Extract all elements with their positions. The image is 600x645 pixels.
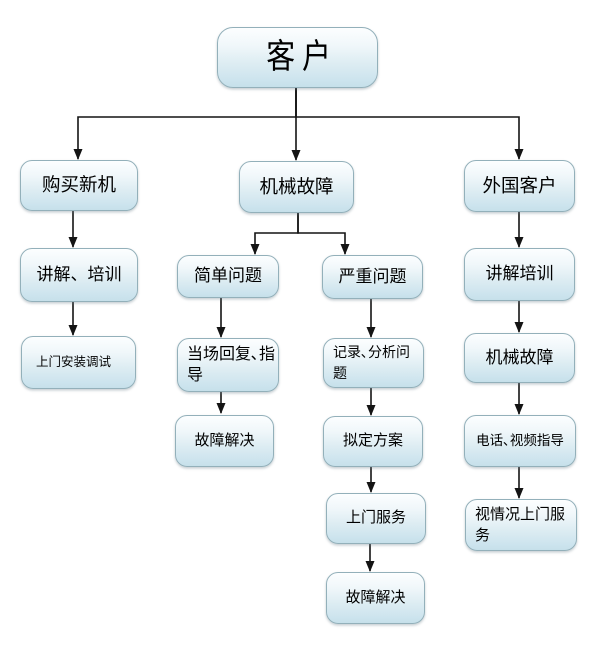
- edge-kehu-goumai: [73, 88, 297, 160]
- node-customer: 客户: [217, 27, 378, 88]
- node-explain-training-right: 讲解培训: [464, 248, 575, 301]
- node-draft-plan: 拟定方案: [323, 416, 423, 467]
- node-fault-resolved-left: 故障解决: [175, 415, 274, 467]
- node-phone-video-guidance: 电话､视频指导: [464, 415, 576, 467]
- node-onspot-reply-guide: 当场回复､指 导: [177, 338, 279, 392]
- node-record-analyze: 记录､分析问 题: [323, 338, 424, 388]
- node-mechanical-failure: 机械故障: [239, 161, 354, 213]
- node-buy-new-machine: 购买新机: [20, 160, 138, 211]
- node-simple-problem: 简单问题: [177, 255, 279, 298]
- node-mechanical-failure-right: 机械故障: [464, 333, 575, 383]
- edge-kehu-waiguo: [295, 88, 524, 160]
- edge-jixie-jiandan: [250, 213, 299, 255]
- node-customer-label: 客户: [265, 38, 338, 76]
- node-onsite-install-debug: 上门安装调试: [21, 336, 136, 389]
- edge-jixie-yanzhong: [297, 213, 350, 255]
- node-fault-resolved-bottom: 故障解决: [326, 572, 425, 624]
- node-foreign-customer: 外国客户: [464, 160, 575, 212]
- node-onsite-service: 上门服务: [326, 493, 426, 544]
- node-onsite-as-needed: 视情况上门服 务: [465, 499, 577, 551]
- node-explain-training-left: 讲解、培训: [20, 248, 138, 302]
- node-serious-problem: 严重问题: [322, 255, 423, 299]
